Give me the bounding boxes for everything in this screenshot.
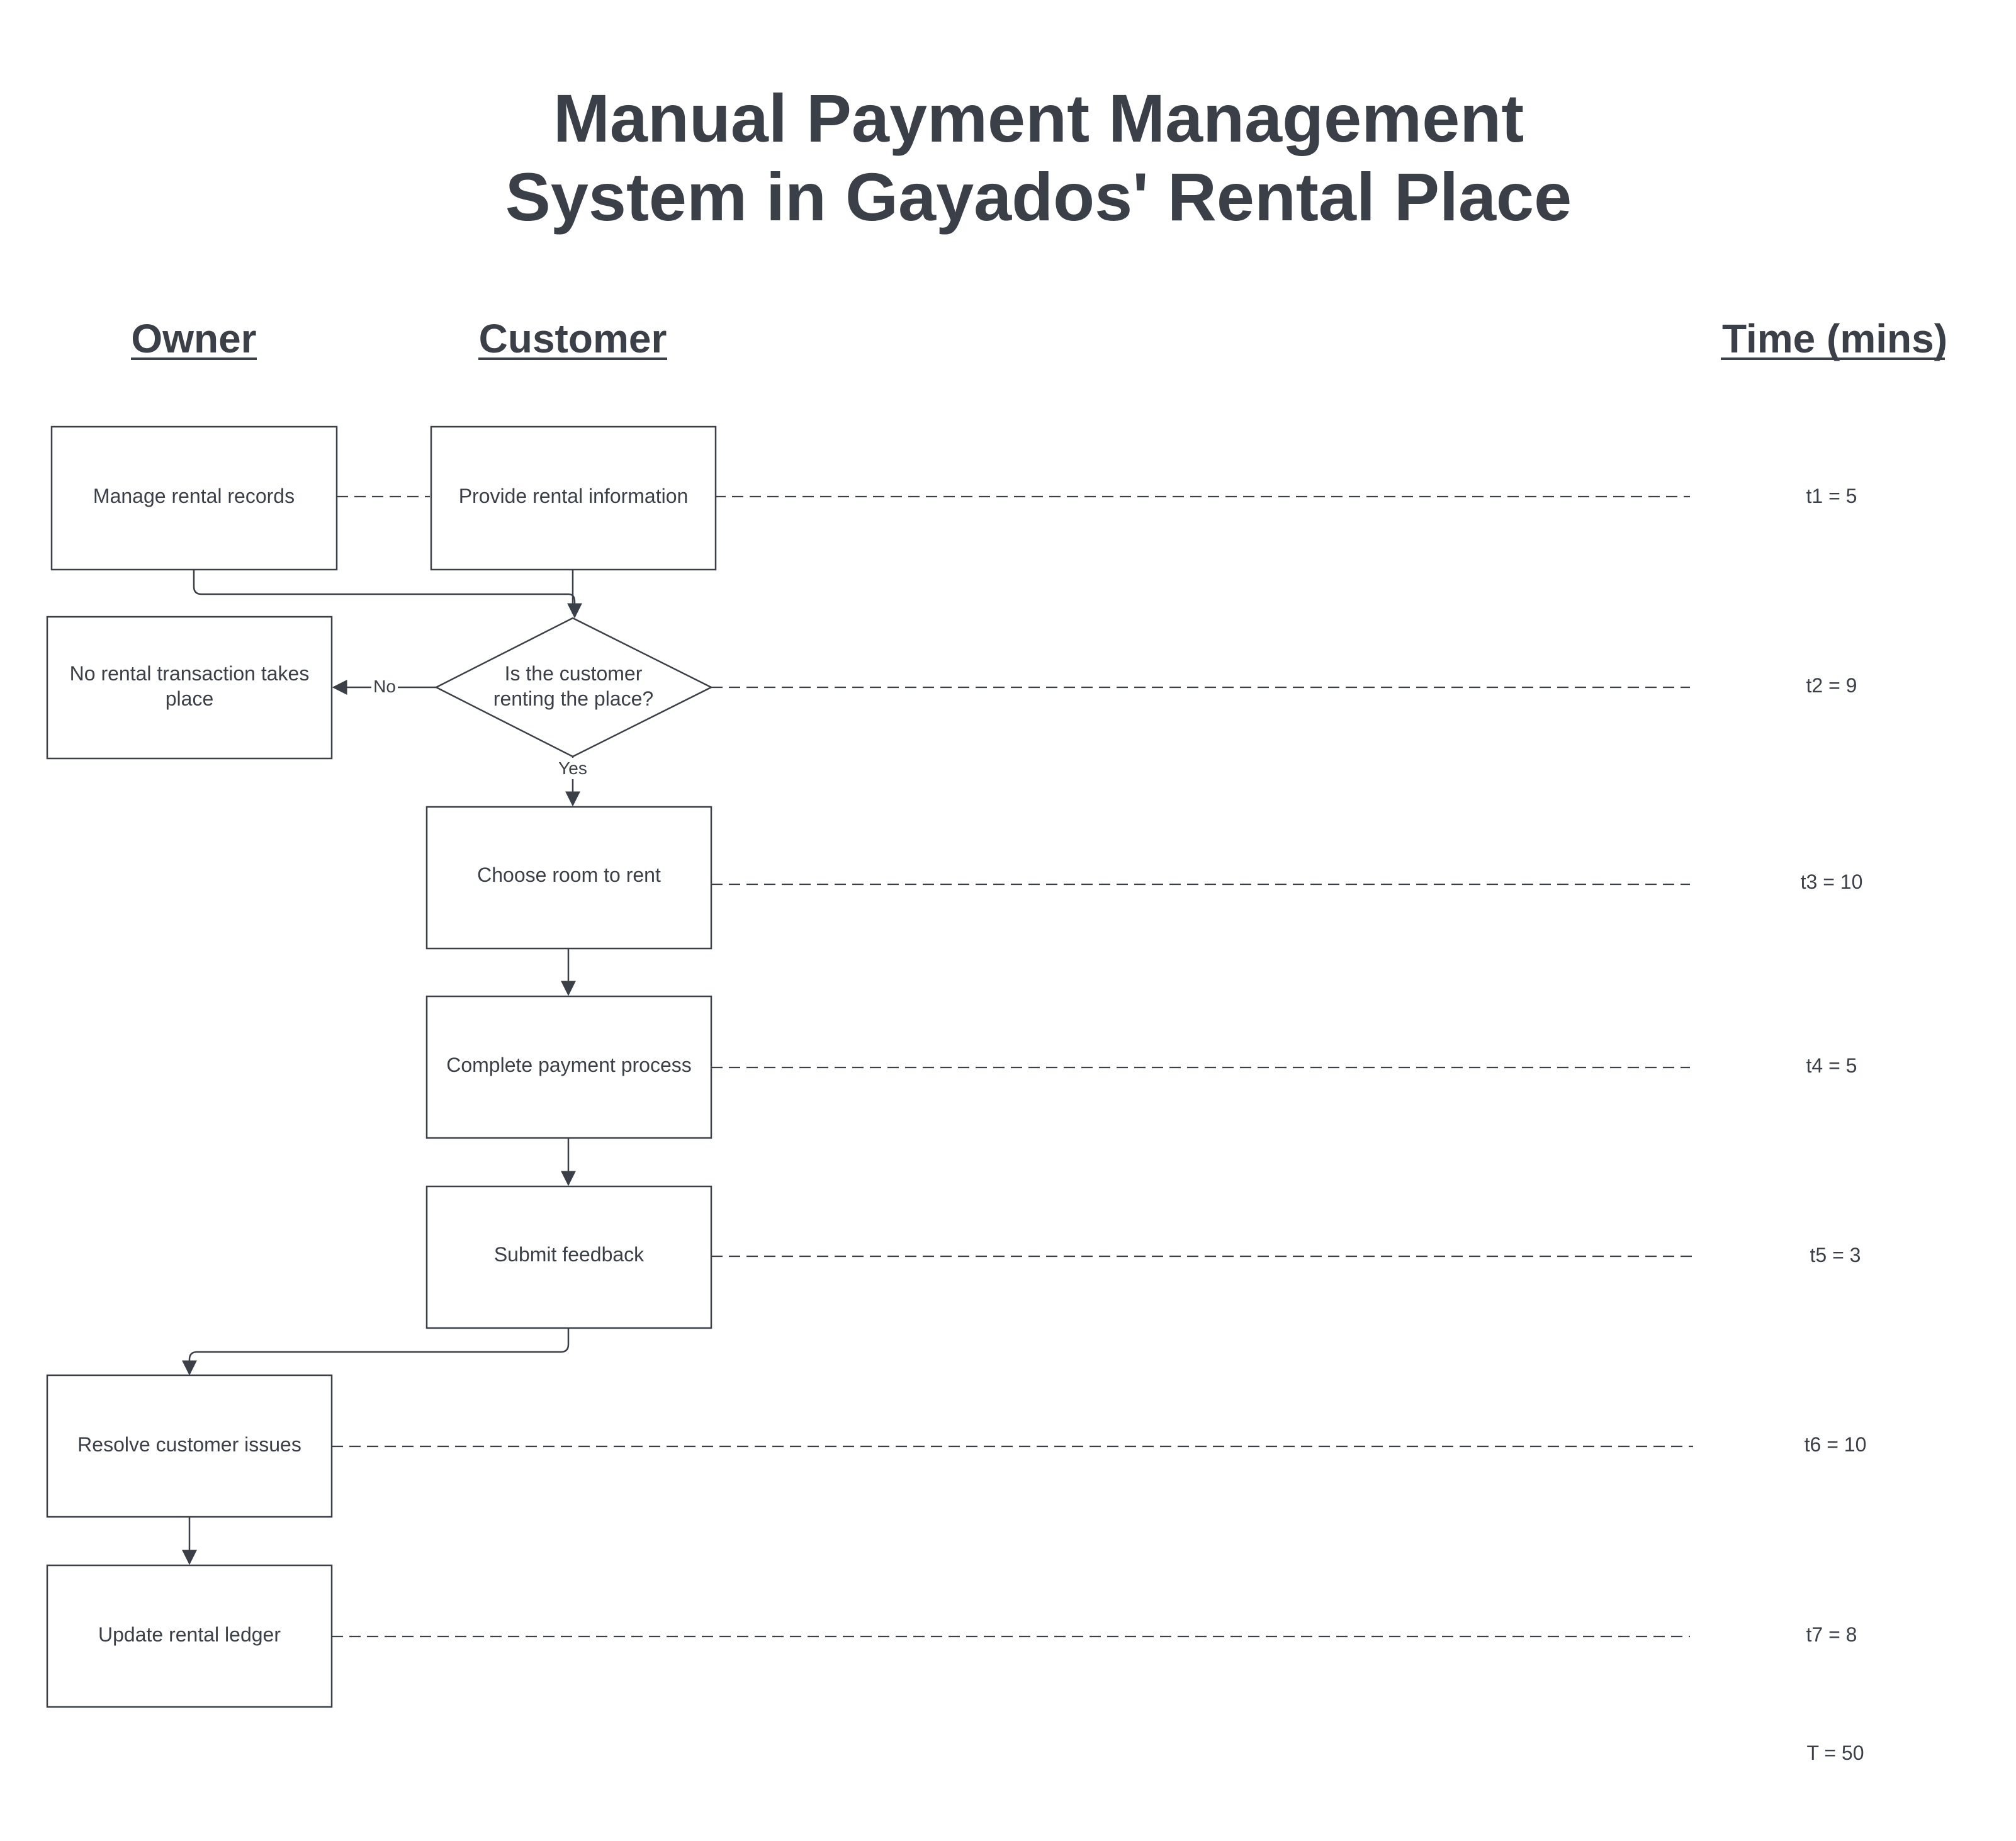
node-choose-room-to-rent-label: Choose room to rent — [477, 864, 661, 886]
edge-manage-to-decision — [193, 570, 582, 619]
lane-header-owner: Owner — [131, 316, 256, 361]
node-resolve-customer-issues-label: Resolve customer issues — [77, 1433, 301, 1456]
node-update-rental-ledger-label: Update rental ledger — [98, 1623, 281, 1646]
node-complete-payment-process — [425, 995, 712, 1139]
lane-header-time: Time (mins) — [1722, 316, 1947, 361]
node-submit-feedback — [425, 1185, 712, 1329]
edge-feedback-to-resolve — [182, 1328, 570, 1376]
edge-label-yes: Yes — [558, 758, 587, 778]
node-manage-rental-records — [50, 425, 338, 571]
edge-label-no: No — [373, 677, 396, 696]
node-no-rental-transaction-label-line1: No rental transaction takes — [70, 662, 310, 685]
node-submit-feedback-label: Submit feedback — [494, 1243, 645, 1266]
time-t5: t5 = 3 — [1810, 1244, 1861, 1266]
diagram-title-line2: System in Gayados' Rental Place — [505, 159, 1572, 235]
node-manage-rental-records-label: Manage rental records — [93, 485, 295, 507]
time-total: T = 50 — [1806, 1742, 1864, 1764]
edge-label-no-bg — [371, 676, 398, 697]
edge-label-yes-bg — [554, 758, 592, 779]
node-provide-rental-information — [430, 425, 717, 571]
time-t4: t4 = 5 — [1806, 1054, 1857, 1077]
node-decision-label-line1: Is the customer — [505, 662, 643, 685]
lane-header-customer: Customer — [479, 316, 667, 361]
diagram-title-line1: Manual Payment Management — [553, 80, 1524, 156]
node-no-rental-transaction-label-line2: place — [166, 687, 214, 710]
time-t7: t7 = 8 — [1806, 1623, 1857, 1646]
node-decision-customer-renting — [434, 617, 713, 758]
time-t1: t1 = 5 — [1806, 485, 1857, 507]
time-t6: t6 = 10 — [1805, 1433, 1867, 1456]
time-t2: t2 = 9 — [1806, 674, 1857, 697]
node-complete-payment-process-label: Complete payment process — [446, 1054, 692, 1076]
time-t3: t3 = 10 — [1801, 870, 1863, 893]
node-choose-room-to-rent — [425, 806, 712, 950]
node-no-rental-transaction — [46, 616, 333, 760]
node-resolve-customer-issues — [46, 1374, 333, 1518]
node-provide-rental-information-label: Provide rental information — [459, 485, 689, 507]
node-update-rental-ledger — [46, 1564, 333, 1708]
node-decision-label-line2: renting the place? — [493, 687, 653, 710]
